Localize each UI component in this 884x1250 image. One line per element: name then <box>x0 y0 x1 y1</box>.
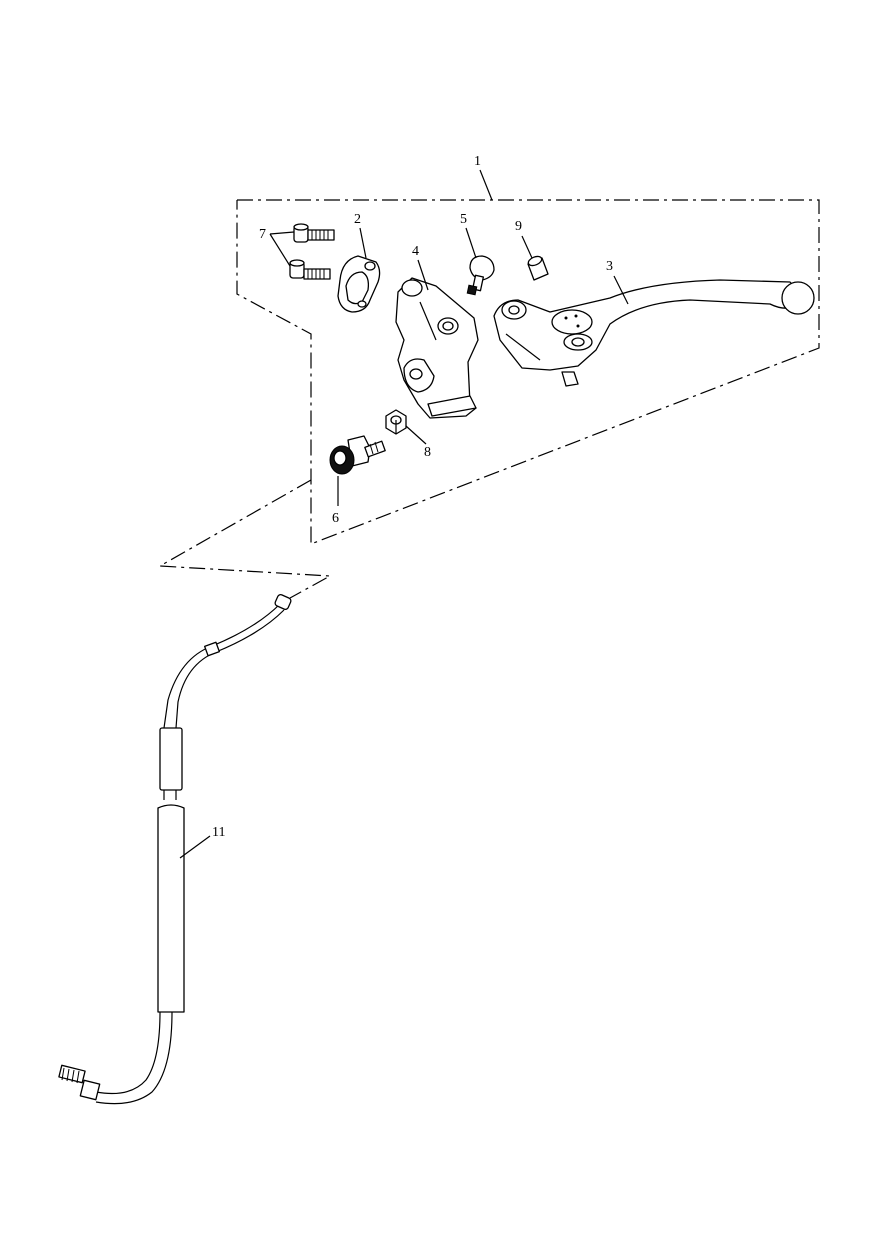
assembly-boundary <box>236 199 820 545</box>
part-5-pivot-bolt <box>466 255 495 296</box>
svg-text:11: 11 <box>212 825 225 840</box>
part-2-clamp <box>337 255 381 313</box>
part-6-adjuster <box>329 435 386 475</box>
svg-text:7: 7 <box>259 227 266 242</box>
callout-8: 8 <box>405 425 431 460</box>
svg-text:1: 1 <box>474 154 481 169</box>
part-11-cable <box>58 593 292 1105</box>
svg-text:3: 3 <box>606 259 613 274</box>
callout-5: 5 <box>460 212 477 259</box>
part-9-bush <box>527 255 549 281</box>
svg-text:9: 9 <box>515 219 522 234</box>
svg-text:5: 5 <box>460 212 467 227</box>
callout-11: 11 <box>179 825 225 859</box>
callout-7: 7 <box>259 227 295 267</box>
callout-4: 4 <box>412 244 429 291</box>
cable-link-boundary <box>157 479 333 599</box>
callout-3: 3 <box>606 259 629 305</box>
callout-6: 6 <box>332 476 339 526</box>
callout-2: 2 <box>354 212 367 259</box>
svg-text:6: 6 <box>332 511 339 526</box>
part-3-lever <box>493 279 815 387</box>
svg-text:2: 2 <box>354 212 361 227</box>
callout-1: 1 <box>474 154 493 201</box>
svg-text:8: 8 <box>424 445 431 460</box>
part-8-nut <box>385 409 407 435</box>
callout-9: 9 <box>515 219 533 259</box>
part-7-screws <box>289 223 335 280</box>
part-4-body <box>395 277 479 419</box>
svg-text:4: 4 <box>412 244 419 259</box>
